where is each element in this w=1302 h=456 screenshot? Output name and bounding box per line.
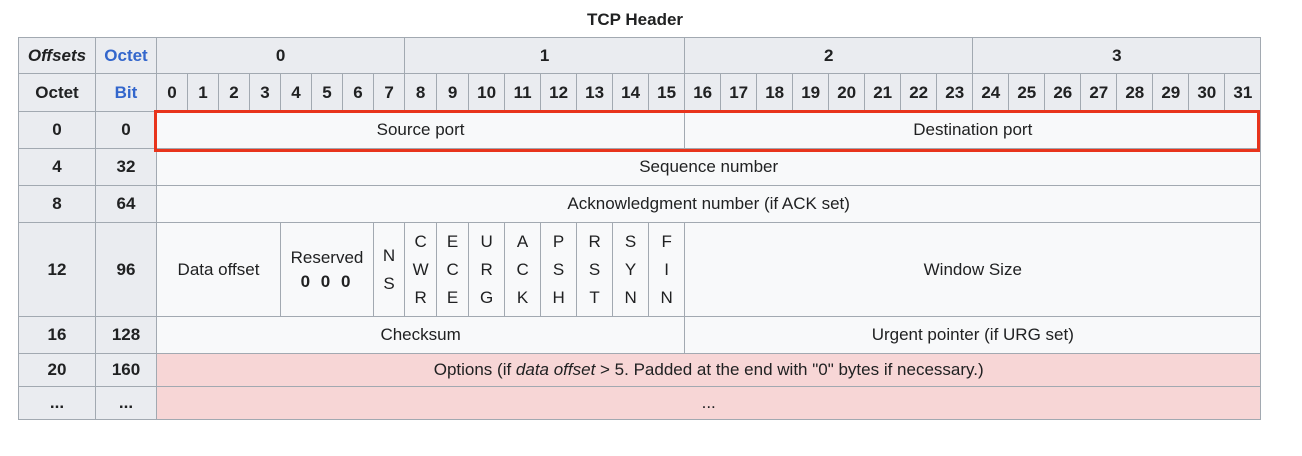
bit-header: 25 [1008,73,1046,112]
bit-header: 14 [612,73,650,112]
acknowledgment-number-field: Acknowledgment number (if ACK set) [155,185,1262,223]
bit-header: 9 [436,73,470,112]
bit-link-header[interactable]: Bit [95,73,157,112]
octet-column-header: Octet [18,73,96,112]
bit-header: 22 [900,73,938,112]
table-row: 16 128 Checksum Urgent pointer (if URG s… [18,316,1262,354]
bit-header: 19 [792,73,830,112]
bit-header: 1 [187,73,219,112]
bit-header: 13 [576,73,614,112]
table-row: ... ... ... [18,386,1262,420]
bit-header: 26 [1044,73,1082,112]
row-bit-more: ... [95,386,157,420]
bit-header: 30 [1188,73,1226,112]
options-field: Options (if data offset > 5. Padded at t… [155,353,1262,387]
row-octet: 12 [18,222,96,317]
row-octet: 20 [18,353,96,387]
bit-header: 0 [156,73,188,112]
table-row: 0 0 Source port Destination port [18,111,1262,149]
urgent-pointer-field: Urgent pointer (if URG set) [684,316,1262,354]
bit-header: 18 [756,73,794,112]
bit-header: 6 [342,73,374,112]
row-octet: 8 [18,185,96,223]
sequence-number-field: Sequence number [155,148,1262,186]
data-offset-field: Data offset [156,222,281,317]
bit-header: 27 [1080,73,1118,112]
bit-header-row: Octet Bit 0 1 2 3 4 5 6 7 8 9 10 11 12 1… [18,73,1262,112]
row-octet: 4 [18,148,96,186]
octet-header-2: 2 [684,37,974,74]
checksum-field: Checksum [155,316,686,354]
tcp-header-table: Offsets Octet 0 1 2 3 Octet Bit 0 1 2 3 … [18,37,1262,420]
bit-header: 20 [828,73,866,112]
bit-header: 24 [972,73,1010,112]
bit-header: 10 [468,73,506,112]
bit-header: 16 [684,73,722,112]
bit-header: 17 [720,73,758,112]
reserved-field: Reserved 0 0 0 [280,222,374,317]
bit-header: 3 [249,73,281,112]
window-size-field: Window Size [684,222,1262,317]
bit-header: 29 [1152,73,1190,112]
row-bit: 128 [95,316,157,354]
bit-header: 5 [311,73,343,112]
octet-header-3: 3 [972,37,1262,74]
octet-header-1: 1 [404,37,686,74]
row-bit: 32 [95,148,157,186]
row-octet-more: ... [18,386,96,420]
destination-port-field: Destination port [684,111,1262,149]
bit-header: 7 [372,73,406,112]
table-row: 8 64 Acknowledgment number (if ACK set) [18,185,1262,223]
bit-header: 15 [648,73,686,112]
row-bit: 160 [95,353,157,387]
bit-header: 12 [540,73,578,112]
options-continuation: ... [155,386,1262,420]
table-caption: TCP Header [586,10,684,29]
bit-header: 11 [504,73,542,112]
row-bit: 64 [95,185,157,223]
bit-header: 21 [864,73,902,112]
bit-header: 31 [1224,73,1262,112]
row-bit: 96 [95,222,157,317]
row-octet: 0 [18,111,96,149]
offsets-header: Offsets [18,37,96,74]
table-row: 4 32 Sequence number [18,148,1262,186]
octet-header-row: Offsets Octet 0 1 2 3 [18,37,1262,74]
table-row: 20 160 Options (if data offset > 5. Padd… [18,353,1262,387]
bit-header: 4 [280,73,312,112]
row-bit: 0 [95,111,157,149]
bit-header: 28 [1116,73,1154,112]
row-octet: 16 [18,316,96,354]
bit-header: 23 [936,73,974,112]
octet-header-0: 0 [155,37,406,74]
reserved-label: Reserved [290,247,364,267]
source-port-field: Source port [155,111,686,149]
bit-header: 8 [404,73,438,112]
octet-link-header[interactable]: Octet [95,37,157,74]
bit-header: 2 [218,73,250,112]
reserved-bits: 0 0 0 [300,271,354,291]
